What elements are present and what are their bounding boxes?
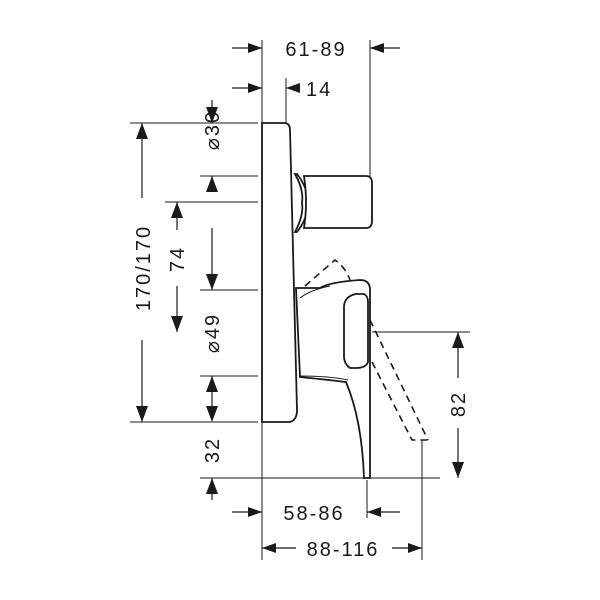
dim-lever-drop: 82 (448, 391, 470, 417)
dimension-lines (136, 43, 464, 553)
dim-diameter-mid: ⌀49 (202, 313, 224, 353)
dim-lever-depth: 58-86 (283, 503, 344, 525)
dim-upper-spacing: 74 (167, 246, 189, 272)
lever-handle (295, 279, 371, 479)
dim-overall-depth: 88-116 (307, 539, 380, 561)
lever-rotation-dashed (304, 258, 429, 441)
diverter-knob (293, 173, 373, 233)
dim-knob-offset: 14 (306, 79, 332, 101)
dim-top-depth: 61-89 (285, 39, 346, 61)
dim-bottom-offset: 32 (202, 437, 224, 463)
wall-plate (261, 122, 298, 423)
dim-diameter-top: ⌀30 (202, 110, 224, 150)
dim-total-height: 170/170 (133, 225, 155, 311)
extension-lines (130, 40, 470, 560)
